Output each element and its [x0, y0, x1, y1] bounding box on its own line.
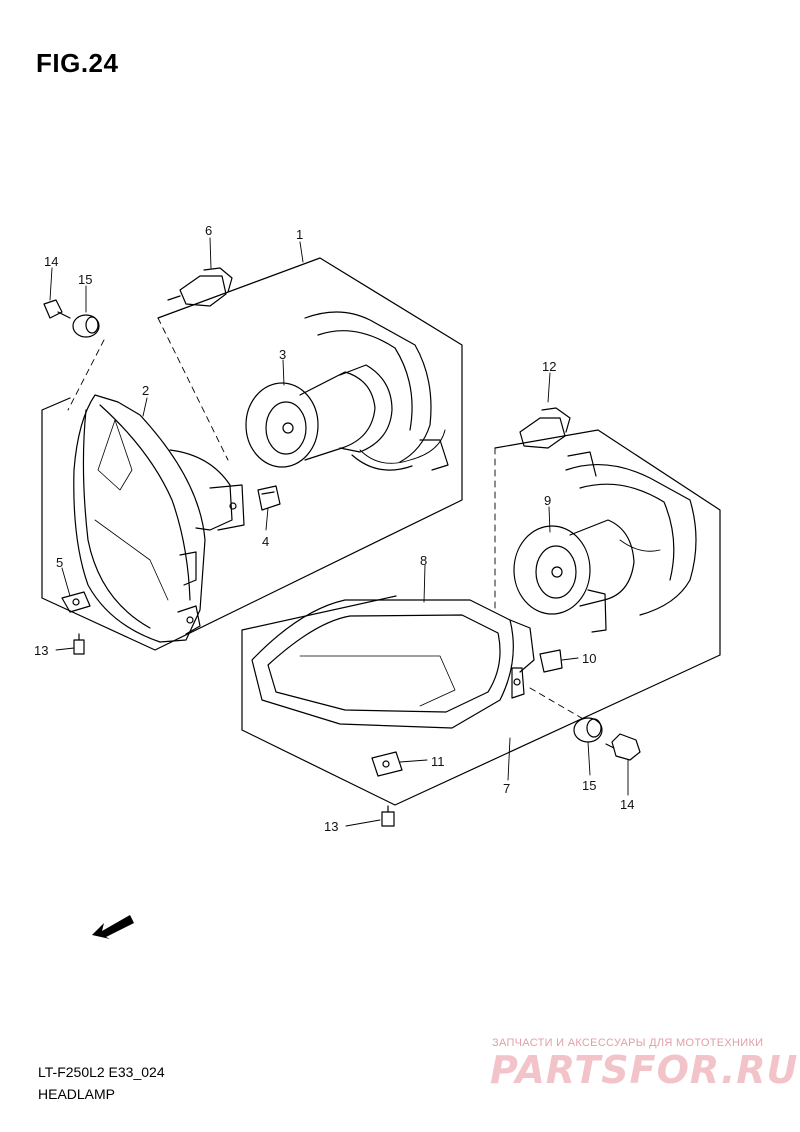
screw-13-lower [381, 805, 395, 827]
bolt-14-upper [43, 299, 71, 319]
clip-4 [257, 485, 281, 511]
nut-11 [371, 751, 403, 777]
diagram-code: LT-F250L2 E33_024 [38, 1064, 165, 1080]
callout-11: 11 [431, 754, 445, 769]
callout-4: 4 [262, 534, 270, 549]
figure-title: FIG.24 [36, 48, 119, 78]
bulb-12 [519, 407, 571, 449]
callout-13-lower: 13 [324, 819, 339, 834]
bulb-socket-9 [513, 519, 661, 615]
rear-cover-lower [565, 451, 697, 633]
callout-6: 6 [205, 223, 213, 238]
callout-1: 1 [296, 227, 304, 242]
callout-9: 9 [544, 493, 552, 508]
callout-15-upper: 15 [78, 272, 93, 287]
callout-8: 8 [420, 553, 428, 568]
callout-12: 12 [542, 359, 557, 374]
forward-arrow-icon [92, 915, 134, 939]
headlamp-lens-8 [251, 599, 535, 729]
callout-14-upper: 14 [44, 254, 59, 269]
headlamp-housing-2 [73, 394, 245, 643]
clip-10 [539, 649, 563, 673]
rear-cover-upper [304, 311, 449, 471]
callout-13-upper: 13 [34, 643, 49, 658]
assembly-7-outline [241, 429, 721, 806]
diagram-name: HEADLAMP [38, 1086, 116, 1102]
bulb-6 [167, 267, 233, 307]
callout-3: 3 [279, 347, 287, 362]
callout-7: 7 [503, 781, 511, 796]
grommet-15-lower [573, 717, 603, 743]
assembly-1-outline [41, 257, 463, 651]
bulb-socket-3 [245, 364, 446, 471]
callout-14-lower: 14 [620, 797, 635, 812]
callout-10: 10 [582, 651, 597, 666]
watermark-subtitle: ЗАПЧАСТИ И АКСЕССУАРЫ ДЛЯ МОТОТЕХНИКИ [492, 1037, 764, 1049]
callout-15-lower: 15 [582, 778, 597, 793]
grommet-15-upper [72, 314, 100, 338]
nut-5 [61, 591, 91, 613]
callout-2: 2 [142, 383, 150, 398]
callout-5: 5 [56, 555, 64, 570]
bolt-14-lower [605, 733, 641, 761]
screw-13-upper [73, 633, 85, 655]
watermark-logo: PARTSFOR.RU [490, 1048, 799, 1092]
